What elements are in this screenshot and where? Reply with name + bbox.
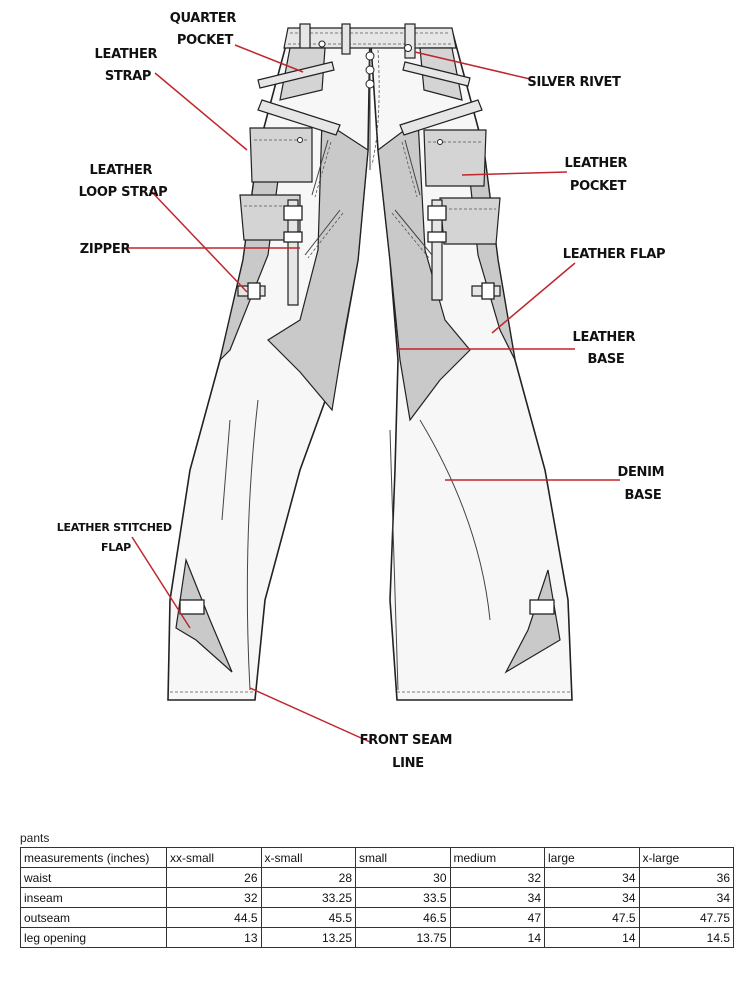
table-cell: 14	[449, 927, 545, 948]
left-lower-zipper	[304, 209, 341, 256]
header-cell: large	[544, 847, 640, 868]
table-row: outseam 44.5 45.5 46.5 47 47.5 47.75	[20, 907, 734, 928]
pants-drawing	[167, 23, 573, 701]
table-cell: 34	[544, 887, 640, 908]
table-row: leg opening 13 13.25 13.75 14 14 14.5	[20, 927, 734, 948]
right-upper-pocket	[423, 129, 487, 187]
label-leather-pocket: LEATHER POCKET	[565, 156, 632, 194]
header-cell: measurements (inches)	[20, 847, 167, 868]
row-label: inseam	[20, 887, 167, 908]
table-cell: 13.75	[355, 927, 451, 948]
label-leather-flap: LEATHER FLAP	[563, 247, 666, 262]
header-cell: medium	[449, 847, 545, 868]
right-lower-zipper	[394, 209, 433, 256]
header-cell: x-small	[260, 847, 356, 868]
right-front-seam	[419, 419, 491, 621]
size-chart-table: measurements (inches) xx-small x-small s…	[20, 847, 734, 948]
table-cell: 28	[260, 867, 356, 888]
label-quarter-pocket: QUARTER POCKET	[170, 11, 241, 48]
left-stitched-flap	[175, 557, 233, 673]
silver-rivet	[404, 44, 412, 52]
table-cell: 47	[449, 907, 545, 928]
table-cell: 33.25	[260, 887, 356, 908]
right-lower-pocket	[439, 197, 501, 245]
table-cell: 36	[638, 867, 734, 888]
table-cell: 32	[449, 867, 545, 888]
right-upper-zipper	[404, 139, 421, 196]
label-leather-base: LEATHER BASE	[573, 330, 640, 367]
header-cell: small	[355, 847, 451, 868]
table-cell: 45.5	[260, 907, 356, 928]
table-cell: 44.5	[166, 907, 262, 928]
table-cell: 47.5	[544, 907, 640, 928]
label-silver-rivet: SILVER RIVET	[527, 75, 621, 90]
left-upper-pocket	[249, 127, 313, 183]
table-cell: 46.5	[355, 907, 451, 928]
table-cell: 33.5	[355, 887, 451, 908]
header-cell: x-large	[638, 847, 734, 868]
left-front-seam	[246, 399, 259, 691]
callout-labels: QUARTER POCKET LEATHER STRAP SILVER RIVE…	[57, 11, 668, 771]
row-label: outseam	[20, 907, 167, 928]
table-cell: 14.5	[638, 927, 734, 948]
table-cell: 26	[166, 867, 262, 888]
table-cell: 13.25	[260, 927, 356, 948]
table-cell: 34	[544, 867, 640, 888]
table-cell: 30	[355, 867, 451, 888]
label-denim-base: DENIM BASE	[617, 465, 668, 503]
label-leather-stitched-flap: LEATHER STITCHED FLAP	[57, 521, 175, 554]
row-label: waist	[20, 867, 167, 888]
table-row: inseam 32 33.25 33.5 34 34 34	[20, 887, 734, 908]
table-cell: 32	[166, 887, 262, 908]
label-leather-loop-strap: LEATHER LOOP STRAP	[79, 163, 168, 200]
table-header-row: measurements (inches) xx-small x-small s…	[20, 847, 734, 868]
table-caption: pants	[20, 831, 50, 845]
table-cell: 47.75	[638, 907, 734, 928]
right-leather-strap	[399, 99, 483, 136]
label-leather-strap: LEATHER STRAP	[95, 47, 162, 84]
label-zipper: ZIPPER	[80, 242, 131, 257]
left-leather-base	[267, 118, 369, 412]
header-cell: xx-small	[166, 847, 262, 868]
label-front-seam-line: FRONT SEAM LINE	[360, 733, 457, 771]
left-upper-zipper	[311, 139, 329, 196]
row-label: leg opening	[20, 927, 167, 948]
callout-leaders	[127, 44, 620, 743]
table-cell: 34	[638, 887, 734, 908]
table-cell: 14	[544, 927, 640, 948]
left-leather-strap	[257, 99, 341, 136]
pants-technical-sketch: QUARTER POCKET LEATHER STRAP SILVER RIVE…	[57, 11, 668, 771]
table-cell: 34	[449, 887, 545, 908]
table-cell: 13	[166, 927, 262, 948]
table-row: waist 26 28 30 32 34 36	[20, 867, 734, 888]
